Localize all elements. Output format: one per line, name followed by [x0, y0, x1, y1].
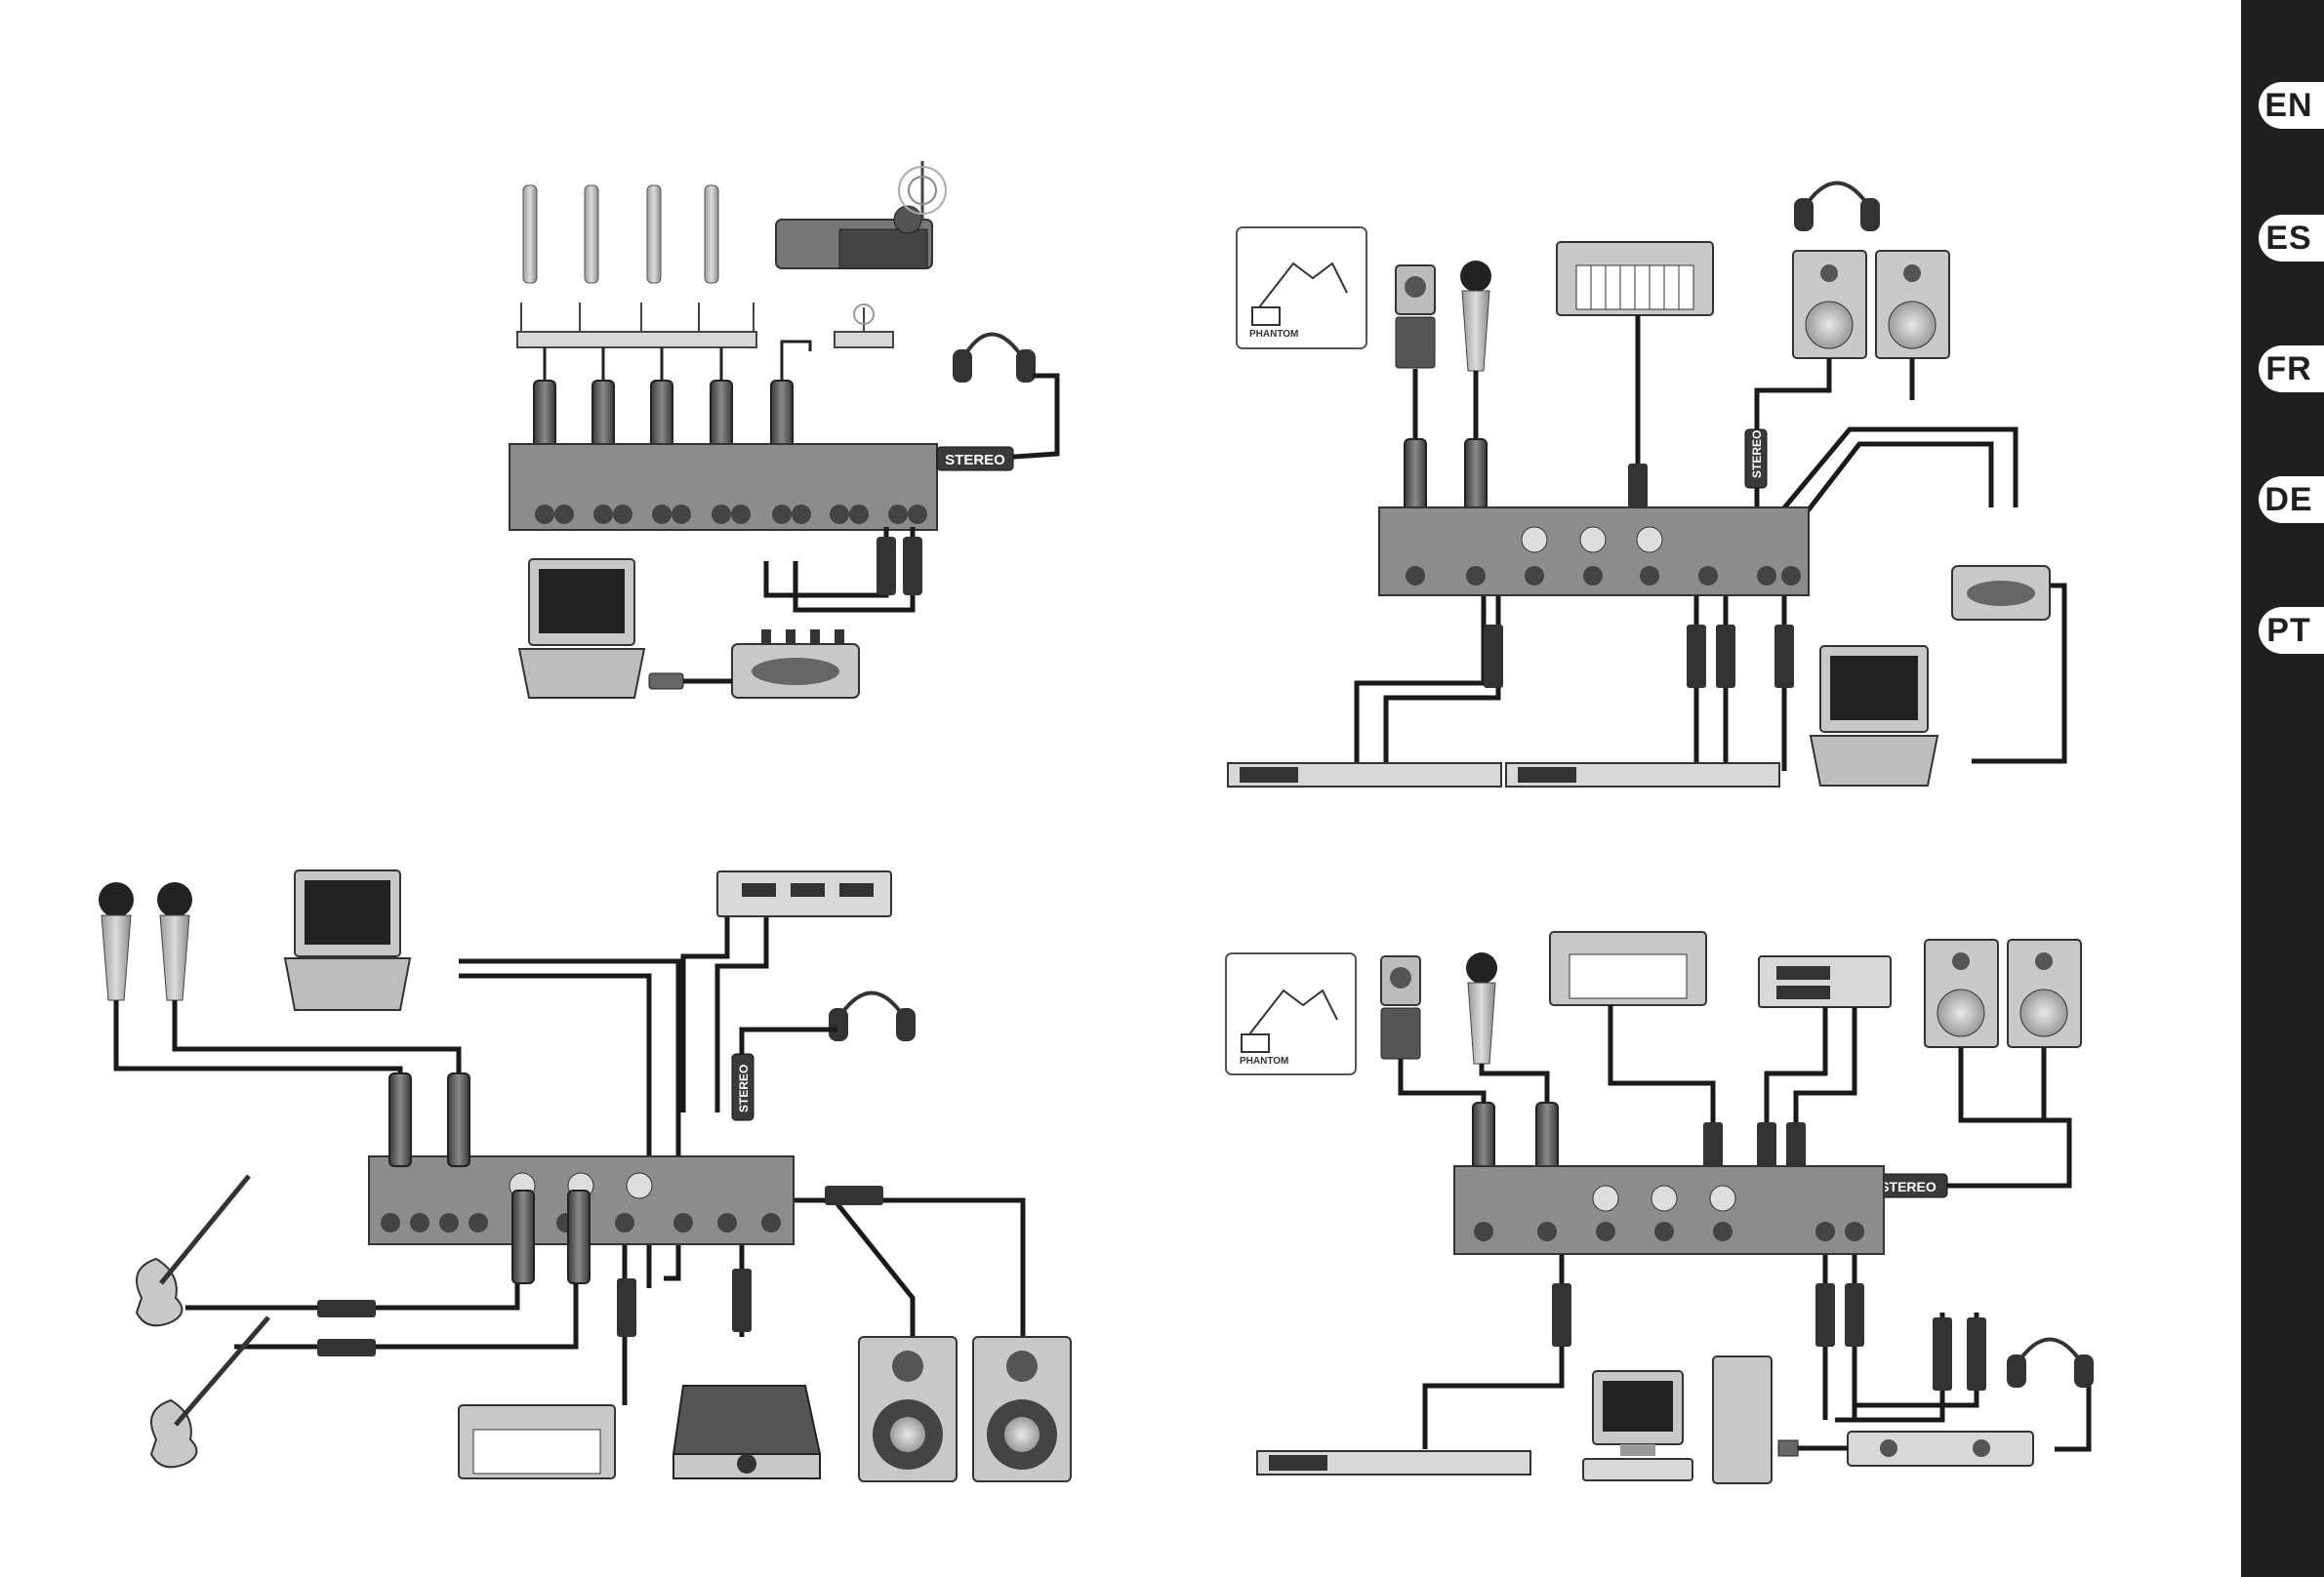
- usb-audio-interface-icon: [732, 629, 859, 698]
- usb-audio-interface-icon: [1952, 566, 2050, 620]
- language-tab-es[interactable]: ES: [2259, 215, 2324, 262]
- wireless-transmitter-icon: [835, 304, 893, 347]
- mixer-panel: [510, 444, 937, 530]
- stereo-plug: STEREO: [937, 447, 1013, 470]
- phantom-label: PHANTOM: [1249, 329, 1298, 340]
- mixer-panel: [1379, 507, 1809, 595]
- headphones-icon: [2009, 1340, 2092, 1387]
- condenser-mic-icon: [1396, 265, 1435, 368]
- studio-monitor-icon: [1793, 251, 1949, 358]
- condenser-mic-icon: [1381, 956, 1420, 1059]
- stereo-label: STEREO: [1750, 430, 1764, 478]
- setup-wireless-mics: STEREO: [510, 161, 1057, 698]
- wireless-mic-icon: [523, 185, 718, 283]
- mixer-panel: [1454, 1166, 1884, 1254]
- laptop-icon: [1811, 646, 1937, 786]
- effects-rack-icon: [1228, 763, 1779, 787]
- stereo-label: STEREO: [945, 452, 1005, 468]
- keyboard-icon: [459, 1405, 615, 1478]
- connection-diagram: STEREO PHANTOM: [0, 0, 2241, 1577]
- language-tab-fr[interactable]: FR: [2259, 345, 2324, 392]
- stereo-plug-vertical: STEREO: [1745, 429, 1767, 488]
- dynamic-mic-icon: [99, 882, 192, 1000]
- desktop-computer-icon: [1583, 1356, 1772, 1483]
- language-sidebar: EN ES FR DE PT: [2241, 0, 2324, 1577]
- electric-guitar-icon: [137, 1176, 249, 1325]
- stereo-plug-vertical: STEREO: [732, 1054, 754, 1120]
- keyboard-icon: [1550, 932, 1706, 1005]
- headphones-icon: [955, 335, 1034, 382]
- headphones-icon: [831, 993, 914, 1040]
- setup-live-band: STEREO: [99, 870, 1071, 1481]
- studio-monitor-icon: [1925, 940, 2081, 1047]
- setup-studio: PHANTOM: [1228, 183, 2064, 788]
- dynamic-mic-icon: [1466, 952, 1497, 1064]
- dynamic-mic-icon: [1460, 261, 1491, 371]
- stereo-label: STEREO: [737, 1065, 751, 1112]
- phantom-power-icon: PHANTOM: [1237, 227, 1366, 348]
- wireless-receiver-icon: [517, 303, 756, 347]
- cassette-deck-icon: [717, 871, 891, 916]
- effects-rack-icon: [1257, 1451, 1530, 1475]
- phantom-power-icon: PHANTOM: [1226, 953, 1356, 1074]
- setup-home-studio: PHANTOM: [1226, 932, 2092, 1483]
- language-tab-de[interactable]: DE: [2259, 476, 2324, 523]
- laptop-icon: [519, 559, 644, 698]
- language-tab-pt[interactable]: PT: [2259, 607, 2324, 654]
- video-camera-icon: [776, 161, 946, 268]
- keyboard-icon: [1557, 242, 1713, 315]
- floor-monitor-icon: [673, 1386, 820, 1478]
- phantom-label: PHANTOM: [1240, 1056, 1288, 1067]
- effects-unit-icon: [1759, 956, 1891, 1007]
- headphones-icon: [1796, 183, 1878, 230]
- bass-guitar-icon: [151, 1317, 268, 1467]
- laptop-icon: [285, 870, 410, 1010]
- language-tab-en[interactable]: EN: [2259, 82, 2324, 129]
- stereo-label: STEREO: [1880, 1179, 1937, 1194]
- usb-interface-icon: [1778, 1432, 2033, 1466]
- pa-speaker-icon: [859, 1337, 1071, 1481]
